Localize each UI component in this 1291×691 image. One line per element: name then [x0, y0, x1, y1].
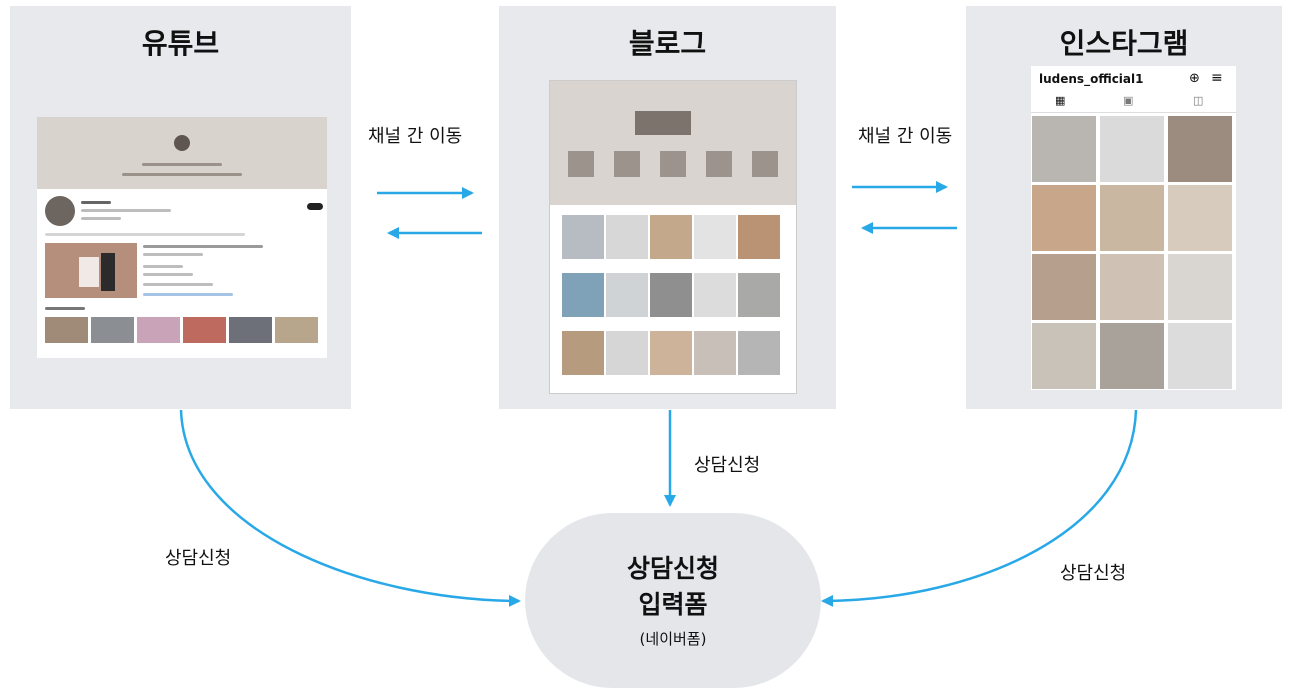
blog-screenshot: [549, 80, 797, 394]
channel-move-label-right: 채널 간 이동: [858, 126, 953, 147]
avatar: [45, 196, 75, 226]
featured-video[interactable]: [45, 243, 137, 298]
blog-title: 블로그: [628, 27, 707, 60]
post-thumbnail[interactable]: [606, 273, 648, 317]
youtube-panel: 유튜브: [10, 6, 351, 409]
video-thumbnail[interactable]: [91, 317, 134, 343]
post-thumbnail[interactable]: [1032, 116, 1096, 182]
post-thumbnail[interactable]: [1032, 185, 1096, 251]
post-thumbnail[interactable]: [562, 331, 604, 375]
consultation-form-node: 상담신청 입력폼 (네이버폼): [525, 513, 821, 688]
post-thumbnail[interactable]: [1100, 116, 1164, 182]
post-thumbnail[interactable]: [1100, 185, 1164, 251]
post-thumbnail[interactable]: [694, 215, 736, 259]
blog-header: [550, 81, 796, 205]
form-provider: (네이버폼): [639, 630, 707, 648]
menu-icon[interactable]: ≡: [1211, 70, 1223, 86]
consult-label-instagram: 상담신청: [1060, 563, 1127, 584]
post-thumbnail[interactable]: [738, 273, 780, 317]
instagram-screenshot: ludens_official1 ⊕ ≡ ▦ ▣ ◫: [1031, 66, 1236, 390]
form-title-line2: 입력폼: [638, 590, 708, 619]
consult-label-blog: 상담신청: [694, 455, 761, 476]
post-thumbnail[interactable]: [694, 331, 736, 375]
post-thumbnail[interactable]: [562, 273, 604, 317]
grid-icon[interactable]: ▦: [1055, 94, 1066, 107]
video-thumbnail[interactable]: [229, 317, 272, 343]
video-thumbnail[interactable]: [183, 317, 226, 343]
post-thumbnail[interactable]: [1100, 254, 1164, 320]
arrow-instagram-to-form: [821, 409, 1138, 607]
account-name[interactable]: ludens_official1: [1039, 72, 1144, 86]
blog-panel: 블로그: [499, 6, 836, 409]
post-thumbnail[interactable]: [738, 215, 780, 259]
menu-icon[interactable]: [614, 151, 640, 177]
video-thumbnail[interactable]: [45, 317, 88, 343]
menu-icon[interactable]: [706, 151, 732, 177]
youtube-banner: [37, 117, 327, 189]
youtube-screenshot: [37, 117, 327, 358]
arrow-youtube-to-form: [179, 409, 521, 607]
post-thumbnail[interactable]: [1032, 323, 1096, 389]
reels-icon[interactable]: ▣: [1123, 94, 1134, 107]
post-thumbnail[interactable]: [1168, 185, 1232, 251]
instagram-header: ludens_official1 ⊕ ≡ ▦ ▣ ◫: [1031, 66, 1236, 113]
channel-logo-icon: [174, 135, 190, 151]
blog-logo-icon: [635, 111, 691, 135]
post-thumbnail[interactable]: [606, 215, 648, 259]
form-title-line1: 상담신청: [626, 554, 719, 583]
youtube-title: 유튜브: [141, 27, 220, 60]
menu-icon[interactable]: [752, 151, 778, 177]
video-thumbnail[interactable]: [137, 317, 180, 343]
post-thumbnail[interactable]: [562, 215, 604, 259]
post-thumbnail[interactable]: [738, 331, 780, 375]
menu-icon[interactable]: [660, 151, 686, 177]
post-thumbnail[interactable]: [1168, 116, 1232, 182]
post-thumbnail[interactable]: [650, 215, 692, 259]
post-thumbnail[interactable]: [694, 273, 736, 317]
instagram-title: 인스타그램: [1059, 27, 1189, 60]
post-thumbnail[interactable]: [1168, 254, 1232, 320]
subscribe-button[interactable]: [307, 203, 323, 210]
video-thumbnail[interactable]: [275, 317, 318, 343]
menu-icon[interactable]: [568, 151, 594, 177]
consult-label-youtube: 상담신청: [165, 548, 232, 569]
post-thumbnail[interactable]: [606, 331, 648, 375]
instagram-panel: 인스타그램 ludens_official1 ⊕ ≡ ▦ ▣ ◫: [966, 6, 1282, 409]
post-thumbnail[interactable]: [650, 273, 692, 317]
post-thumbnail[interactable]: [1100, 323, 1164, 389]
post-thumbnail[interactable]: [650, 331, 692, 375]
channel-move-label-left: 채널 간 이동: [368, 126, 463, 147]
post-thumbnail[interactable]: [1168, 323, 1232, 389]
post-thumbnail[interactable]: [1032, 254, 1096, 320]
add-icon[interactable]: ⊕: [1189, 71, 1200, 86]
tagged-icon[interactable]: ◫: [1193, 94, 1204, 107]
